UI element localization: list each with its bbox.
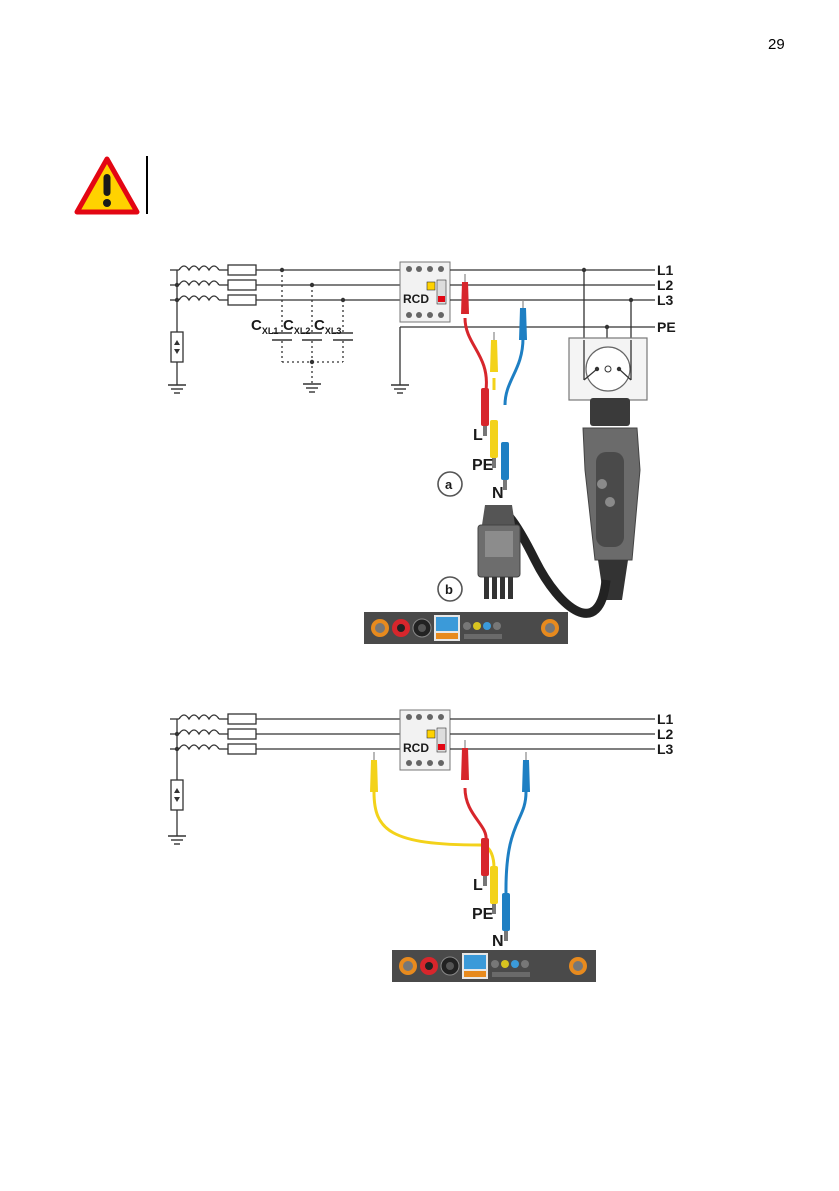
- lead-label-b-n: N: [492, 933, 504, 950]
- lead-label-pe: PE: [472, 457, 494, 474]
- phase-label-b-l3: L3: [657, 741, 674, 757]
- diagram-a: CXL1 CXL2 CXL3 RCD L1 L2 L3 PE: [168, 262, 676, 644]
- lead-label-n: N: [492, 485, 504, 502]
- capacitor-label-1: CXL1: [251, 317, 278, 336]
- capacitor-label-2: CXL2: [283, 317, 310, 336]
- phase-label-l3: L3: [657, 292, 674, 308]
- lead-label-b-pe: PE: [472, 906, 494, 923]
- lead-label-b-l: L: [473, 877, 483, 894]
- svg-text:a: a: [445, 477, 453, 492]
- pe-label: PE: [657, 319, 676, 335]
- capacitor-label-3: CXL3: [314, 317, 341, 336]
- multi-plug-connector: [478, 505, 520, 599]
- phase-label-l2: L2: [657, 277, 674, 293]
- meter-panel-b: [392, 950, 596, 982]
- rcd-label-b: RCD: [403, 741, 429, 755]
- svg-text:b: b: [445, 582, 453, 597]
- diagram-b: RCD L1 L2 L3 L PE N: [168, 710, 674, 982]
- rcd-label: RCD: [403, 292, 429, 306]
- meter-panel: [364, 612, 568, 644]
- phase-label-l1: L1: [657, 262, 674, 278]
- phase-label-b-l2: L2: [657, 726, 674, 742]
- phase-label-b-l1: L1: [657, 711, 674, 727]
- lead-label-l: L: [473, 427, 483, 444]
- plug-adapter: [583, 398, 640, 600]
